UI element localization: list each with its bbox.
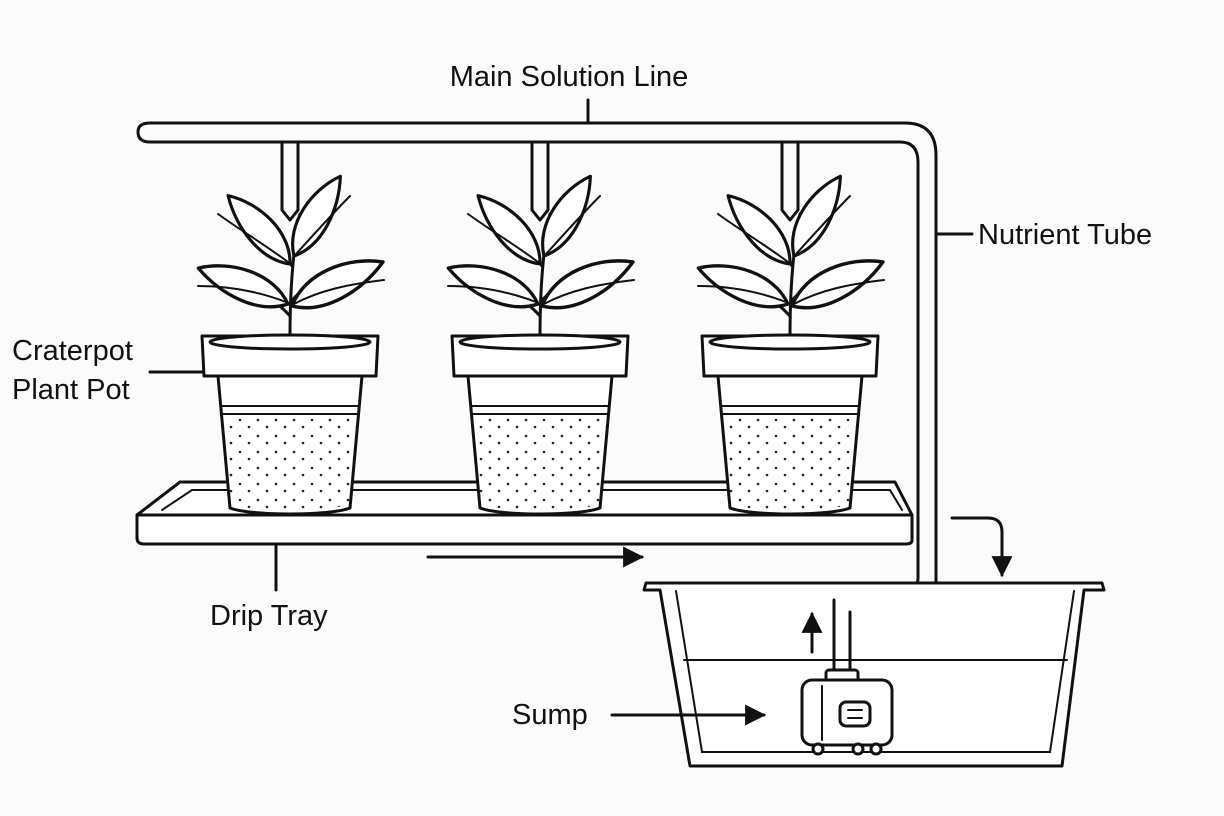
drip-tray-label: Drip Tray	[210, 600, 328, 632]
plant-pot-1	[194, 172, 390, 514]
plant-pot-label: Plant Pot	[12, 374, 130, 406]
plant-pot-3	[694, 172, 890, 514]
drip-emitters	[280, 140, 800, 222]
main-solution-line-label: Main Solution Line	[450, 61, 689, 93]
nutrient-tube-label: Nutrient Tube	[978, 219, 1152, 251]
sump-label: Sump	[512, 699, 588, 731]
pump-icon	[800, 668, 894, 756]
craterpot-label: Craterpot	[12, 335, 133, 367]
plant-pot-2	[444, 172, 640, 514]
return-flow-arrow	[950, 516, 1013, 578]
